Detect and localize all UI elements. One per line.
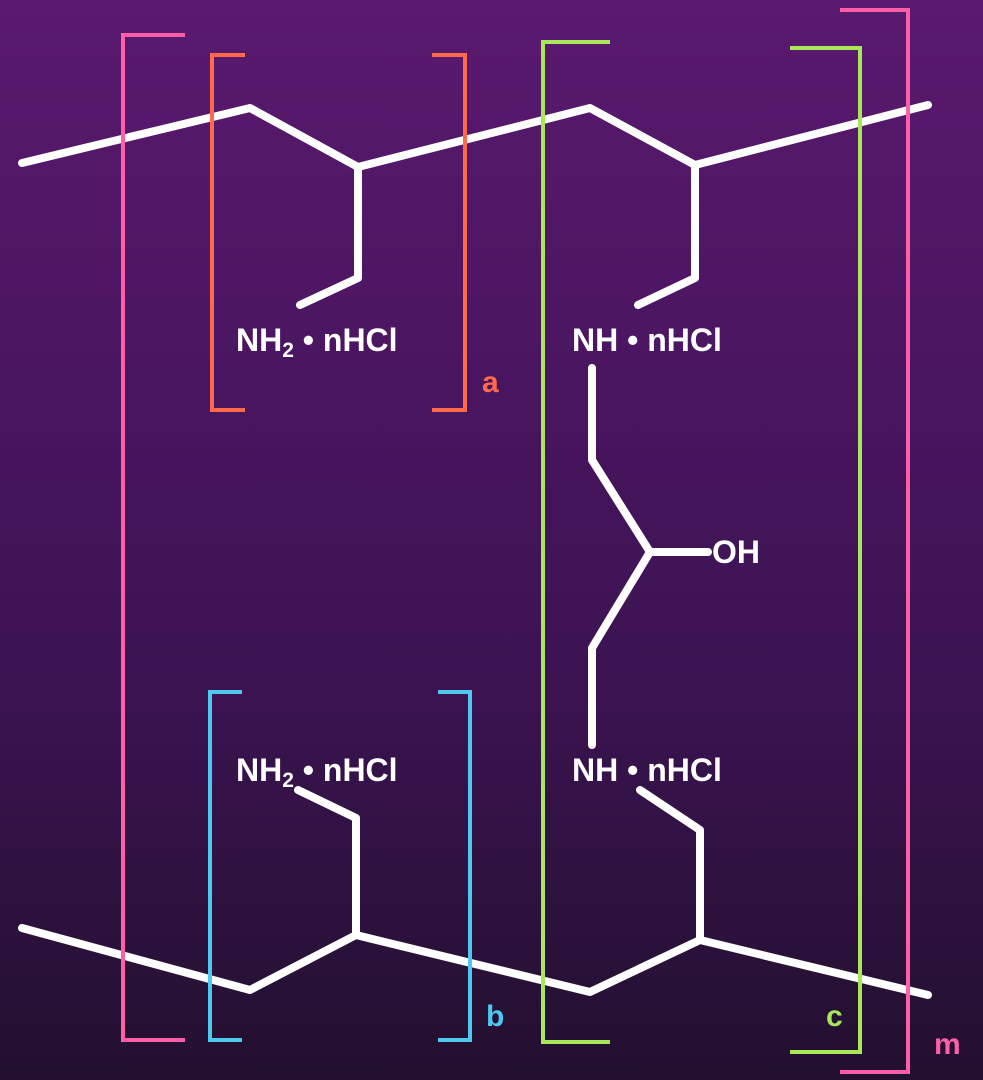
subscript-a: a	[482, 366, 499, 399]
amine-base-b: NH	[236, 752, 283, 788]
amine-salt-b: • nHCl	[293, 752, 398, 788]
crosslink-bottom-amine-label: NH • nHCl	[572, 752, 722, 788]
top-backbone	[18, 101, 932, 171]
bracket-a	[210, 53, 467, 412]
subscript-c: c	[826, 1000, 843, 1033]
amine-subscript-a: 2	[282, 339, 294, 362]
top-right-side-chain	[634, 161, 699, 309]
amine-base-a: NH	[236, 322, 283, 358]
amine-subscript-b: 2	[282, 769, 294, 792]
subscript-b: b	[486, 1000, 505, 1033]
amine-label-a: NH2 • nHCl	[236, 324, 398, 361]
bottom-left-side-chain	[294, 786, 360, 939]
crosslink-chain	[588, 364, 654, 749]
bottom-right-side-chain	[636, 786, 704, 944]
bracket-c	[541, 40, 862, 1054]
amine-label-b: NH2 • nHCl	[236, 754, 398, 791]
bracket-b	[208, 690, 472, 1042]
amine-salt-a: • nHCl	[293, 322, 398, 358]
hydroxyl-label: OH	[712, 534, 760, 570]
subscript-m: m	[934, 1028, 961, 1061]
bracket-m	[121, 8, 910, 1074]
bottom-backbone	[18, 924, 932, 999]
top-left-side-chain	[296, 163, 362, 309]
crosslink-top-amine-label: NH • nHCl	[572, 322, 722, 358]
